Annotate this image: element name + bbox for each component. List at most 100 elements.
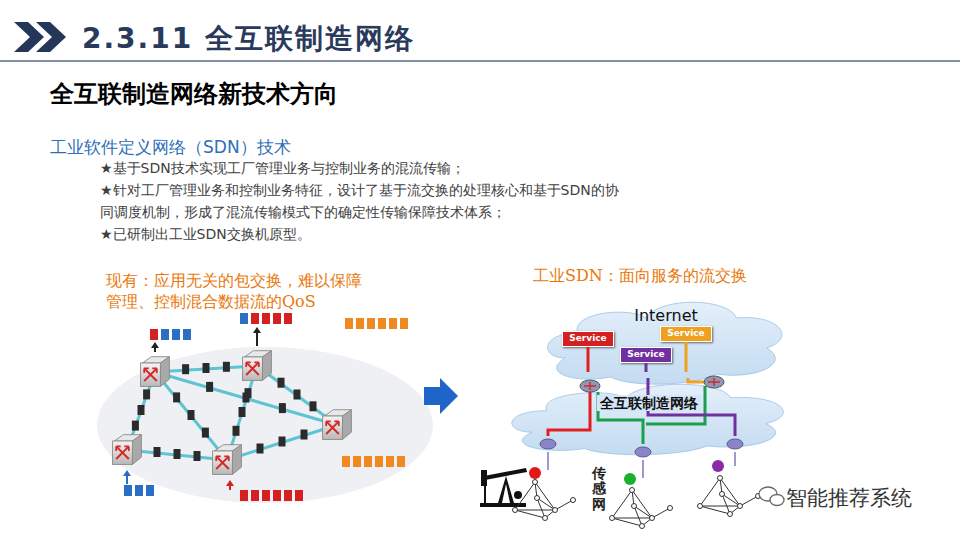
transition-arrow (424, 378, 458, 414)
header-rule (0, 60, 960, 62)
switch-icon (141, 357, 170, 387)
link (127, 450, 227, 460)
packet (273, 490, 281, 501)
packet (146, 485, 154, 496)
mesh-link (634, 506, 642, 526)
switch-icon (113, 435, 142, 465)
link (155, 372, 227, 460)
packet (150, 329, 158, 340)
mesh-link (652, 508, 670, 518)
packet (173, 392, 180, 402)
bullet: ★已研制出工业SDN交换机原型。 (100, 223, 622, 245)
packet (251, 313, 259, 324)
mesh-link (535, 482, 555, 510)
packet (239, 407, 246, 417)
packet (262, 313, 270, 324)
arrow (126, 475, 128, 484)
sensor-node (630, 488, 635, 493)
packet (202, 428, 209, 438)
switch-icon (213, 445, 242, 475)
packet (251, 490, 259, 501)
flow-connector (587, 347, 590, 372)
packet (273, 313, 281, 324)
sensor-balls (529, 460, 724, 485)
packet (378, 318, 386, 329)
sensor-node (553, 508, 558, 513)
cloud-label-wrap: Internet (540, 306, 792, 325)
mesh-link (700, 506, 740, 507)
packet (353, 456, 361, 467)
packet (174, 449, 181, 459)
service-label: Service (621, 348, 671, 361)
packet (345, 318, 353, 329)
packet (124, 485, 132, 496)
sensor-node (668, 506, 673, 511)
mesh-link (515, 482, 535, 510)
packet (161, 329, 169, 340)
arrow (256, 332, 258, 346)
packet (364, 456, 372, 467)
packet (183, 329, 191, 340)
packet (154, 447, 161, 457)
service-box: Service (660, 326, 712, 342)
bullet: ★基于SDN技术实现工厂管理业务与控制业务的混流传输； (100, 157, 622, 179)
sensor-node (640, 524, 645, 529)
chevron (36, 22, 66, 52)
subtitle: 全互联制造网络新技术方向 (50, 78, 338, 110)
mesh-link (515, 510, 555, 511)
packet (194, 451, 201, 461)
arrow (253, 327, 261, 333)
packet-network (113, 313, 408, 501)
packet (188, 410, 195, 420)
flow-connector (645, 363, 648, 372)
sensor-node (738, 504, 743, 509)
packet (400, 318, 408, 329)
cloud-outline (512, 384, 783, 454)
watermark: 智能推荐系统 (786, 484, 912, 512)
sensor-node (632, 504, 637, 509)
sensor-node (543, 516, 548, 521)
mesh-link (555, 500, 573, 510)
mesh-link (700, 506, 730, 514)
packet (240, 490, 248, 501)
sensor-node (720, 492, 725, 497)
packet (389, 318, 397, 329)
packet (206, 382, 213, 392)
packet (143, 389, 150, 399)
packet (367, 318, 375, 329)
mesh-link (515, 510, 545, 518)
packet (172, 329, 180, 340)
mesh-link (740, 496, 758, 506)
packet (284, 313, 292, 324)
packet (262, 490, 270, 501)
packet (182, 364, 189, 374)
packet (284, 490, 292, 501)
sensor-node (610, 516, 615, 521)
flow-connector (685, 342, 688, 372)
packet (295, 490, 303, 501)
mesh-link (612, 518, 642, 526)
cloud-outline (548, 302, 782, 384)
vertical-label: 传感网 (592, 466, 606, 512)
packet (375, 456, 383, 467)
sensor-node (698, 504, 703, 509)
packet (397, 456, 405, 467)
packet (342, 456, 350, 467)
switch-icon (243, 351, 272, 381)
wechat-icon (759, 487, 784, 506)
network-area (97, 347, 433, 503)
packet (233, 426, 240, 436)
packet (310, 401, 317, 411)
bullet: ★针对工厂管理业务和控制业务特征，设计了基于流交换的处理核心和基于SDN的协同调… (100, 179, 622, 223)
packet (240, 313, 248, 324)
packet (150, 329, 158, 340)
note: 工业SDN：面向服务的流交换 (533, 266, 747, 287)
sensor-node (513, 508, 518, 513)
packet (386, 456, 394, 467)
mesh-link (612, 518, 652, 519)
arrow (151, 342, 159, 348)
service-box: Service (562, 331, 614, 347)
packet (132, 421, 139, 431)
packet (279, 437, 286, 447)
link (227, 425, 337, 460)
